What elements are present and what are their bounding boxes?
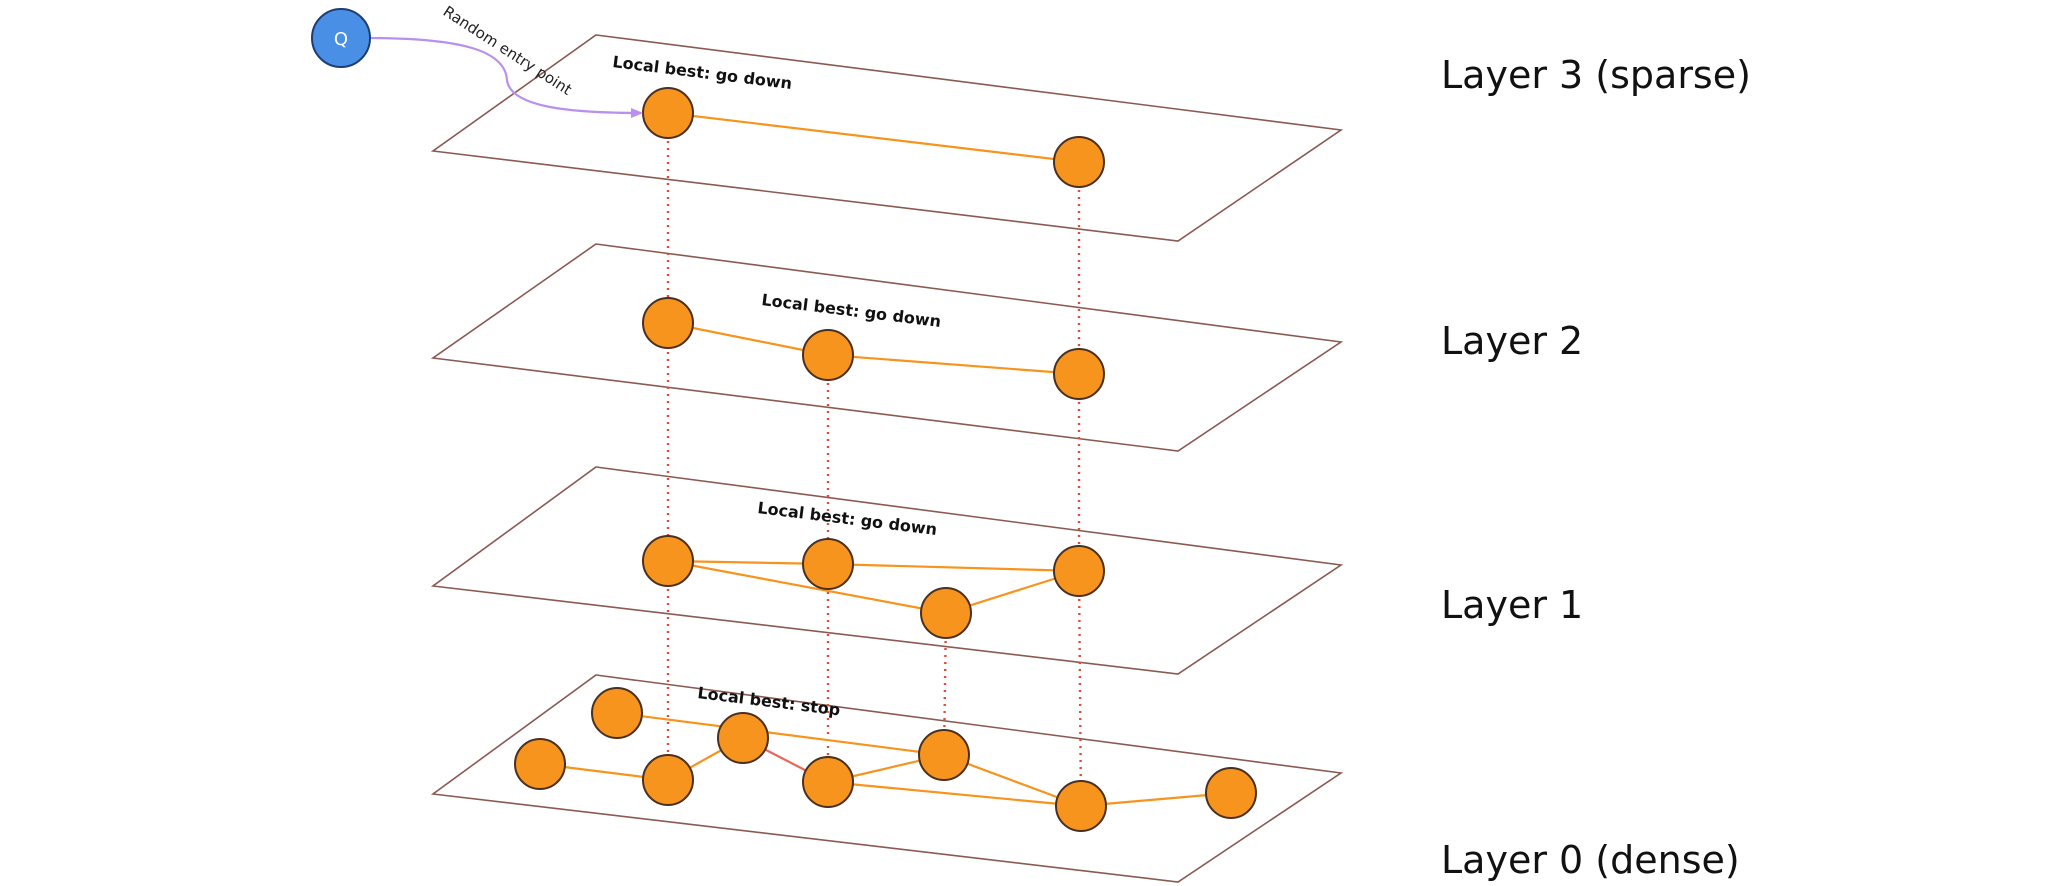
layer-1-plane bbox=[430, 466, 1344, 675]
layer-0-plane bbox=[430, 674, 1344, 883]
graph-node bbox=[1053, 348, 1105, 400]
graph-edge bbox=[667, 559, 829, 566]
graph-edge bbox=[827, 353, 1080, 376]
layer-2-plane bbox=[430, 243, 1344, 452]
layer-3-label: Layer 3 (sparse) bbox=[1441, 53, 1751, 97]
graph-edge bbox=[827, 780, 1082, 808]
graph-node bbox=[642, 297, 694, 349]
graph-node bbox=[918, 729, 970, 781]
graph-node bbox=[591, 687, 643, 739]
graph-node bbox=[802, 538, 854, 590]
graph-edge bbox=[616, 711, 945, 757]
graph-edge bbox=[667, 111, 1080, 164]
layer-0-label: Layer 0 (dense) bbox=[1441, 838, 1740, 882]
graph-node bbox=[514, 738, 566, 790]
graph-node bbox=[717, 712, 769, 764]
query-label: Q bbox=[334, 29, 348, 50]
graph-node bbox=[1053, 545, 1105, 597]
graph-node bbox=[1205, 767, 1257, 819]
graph-node bbox=[642, 535, 694, 587]
layer-3-plane bbox=[430, 34, 1344, 242]
graph-node bbox=[642, 87, 694, 139]
graph-edge bbox=[827, 562, 1080, 573]
graph-edge bbox=[667, 321, 829, 357]
layer-1-label: Layer 1 bbox=[1441, 583, 1583, 627]
graph-node bbox=[920, 587, 972, 639]
graph-node bbox=[802, 329, 854, 381]
query-node bbox=[311, 8, 371, 68]
graph-node bbox=[1055, 780, 1107, 832]
graph-edge bbox=[667, 559, 947, 615]
layer-2-label: Layer 2 bbox=[1441, 319, 1583, 363]
vertical-link bbox=[942, 612, 948, 756]
graph-node bbox=[802, 756, 854, 808]
graph-node bbox=[1053, 136, 1105, 188]
entry-arrow bbox=[367, 36, 643, 118]
graph-node bbox=[642, 754, 694, 806]
